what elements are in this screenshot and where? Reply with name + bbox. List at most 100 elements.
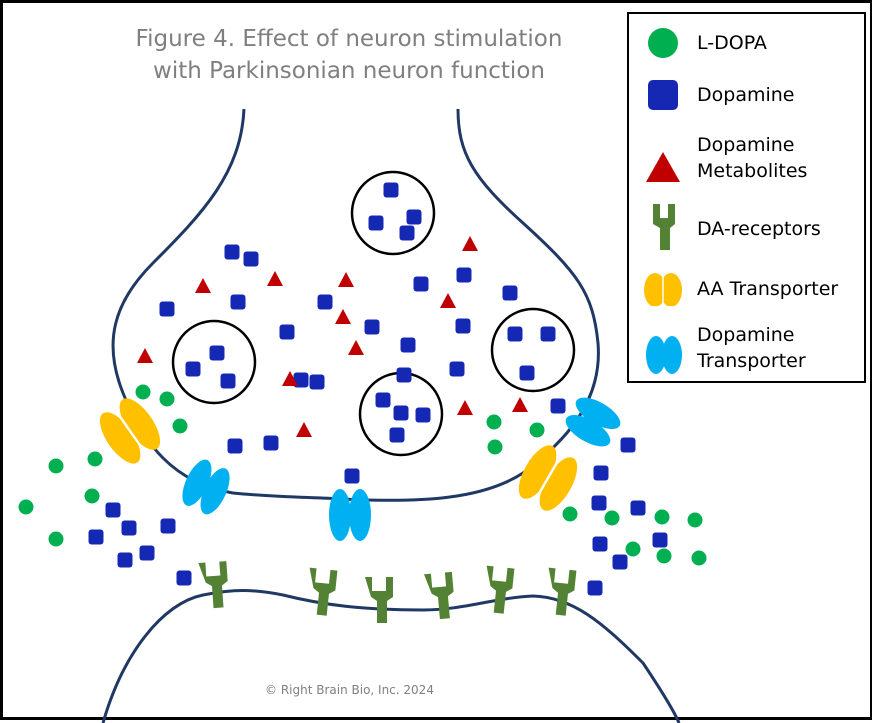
ldopa-molecule xyxy=(655,510,670,525)
metabolite-molecules xyxy=(137,236,528,437)
metabolite-molecule xyxy=(335,309,351,324)
dopamine-molecule xyxy=(376,393,391,408)
ldopa-molecule xyxy=(88,452,103,467)
metabolite-molecule xyxy=(137,348,153,363)
dopamine-molecule xyxy=(394,406,409,421)
dopamine-molecule xyxy=(345,469,360,484)
metabolite-molecule xyxy=(512,397,528,412)
ldopa-molecule xyxy=(49,532,64,547)
da-receptor xyxy=(198,561,229,609)
dopamine-molecule xyxy=(390,428,405,443)
dopamine-molecule xyxy=(365,320,380,335)
metabolite-molecule xyxy=(457,400,473,415)
dopamine-transporter xyxy=(561,391,625,452)
dopamine-molecule xyxy=(551,399,566,414)
dopamine-molecule xyxy=(508,327,523,342)
dopamine-molecule xyxy=(177,571,192,586)
legend-label: DA-receptors xyxy=(697,216,821,242)
vesicle xyxy=(173,321,255,403)
ldopa-molecule xyxy=(487,415,502,430)
metabolite-molecule xyxy=(462,236,478,251)
dopamine-molecule xyxy=(210,346,225,361)
ldopa-molecule xyxy=(692,551,707,566)
ldopa-molecule xyxy=(626,542,641,557)
ldopa-molecule xyxy=(19,500,34,515)
dopamine-molecule xyxy=(228,439,243,454)
receptor-shape xyxy=(198,561,229,609)
dopamine-molecule xyxy=(160,302,175,317)
receptor-shape xyxy=(482,566,515,615)
dopamine-molecule xyxy=(397,368,412,383)
ldopa-molecule xyxy=(49,459,64,474)
ldopa-molecule xyxy=(530,423,545,438)
dopamine-molecule xyxy=(221,374,236,389)
metabolite-molecule xyxy=(348,340,364,355)
ldopa-molecule xyxy=(605,511,620,526)
ldopa-molecule xyxy=(160,392,175,407)
dopamine-molecule xyxy=(593,537,608,552)
legend-label: L-DOPA xyxy=(697,30,767,56)
postsynaptic-membrane xyxy=(103,591,679,723)
dopamine-molecule xyxy=(318,295,333,310)
dopamine-molecule xyxy=(118,553,133,568)
da-receptor xyxy=(482,566,515,615)
ldopa-molecule xyxy=(136,385,151,400)
legend-label: Dopamine xyxy=(697,132,807,158)
dopamine-molecule xyxy=(520,366,535,381)
figure-title-line2: with Parkinsonian neuron function xyxy=(99,55,599,87)
ldopa-molecule xyxy=(688,513,703,528)
red-triangle-icon xyxy=(641,152,685,184)
da-receptor xyxy=(305,568,338,617)
dopamine-molecule xyxy=(122,521,137,536)
receptor-shape xyxy=(305,568,338,617)
dopamine-transporter xyxy=(329,489,371,541)
metabolite-molecule xyxy=(195,278,211,293)
dopamine-molecule xyxy=(369,216,384,231)
ldopa-molecule xyxy=(563,507,578,522)
dopamine-molecule xyxy=(621,438,636,453)
dopamine-molecule xyxy=(401,338,416,353)
cyan-transporter-icon xyxy=(641,336,685,376)
dopamine-molecule xyxy=(264,436,279,451)
da-receptor xyxy=(365,577,393,623)
dopamine-molecule xyxy=(613,555,628,570)
figure-title-line1: Figure 4. Effect of neuron stimulation xyxy=(99,23,599,55)
dopamine-molecule xyxy=(594,466,609,481)
metabolite-molecule xyxy=(267,271,283,286)
legend-label: Transporter xyxy=(697,348,806,374)
receptor-shape xyxy=(544,568,577,617)
dopamine-molecule xyxy=(457,268,472,283)
legend-label: AA Transporter xyxy=(697,276,838,302)
receptor-icon xyxy=(641,204,685,252)
legend-label: Dopamine xyxy=(697,82,794,108)
da-receptor xyxy=(424,572,456,620)
aa-transporter xyxy=(511,440,584,517)
dopamine-molecule xyxy=(310,375,325,390)
dopamine-molecule xyxy=(400,226,415,241)
dopamine-molecule xyxy=(384,183,399,198)
dopamine-molecule xyxy=(450,362,465,377)
aa-transporter xyxy=(92,392,167,470)
dopamine-molecule xyxy=(414,277,429,292)
dopamine-molecule xyxy=(456,319,471,334)
dopamine-molecule xyxy=(416,408,431,423)
dopamine-molecules xyxy=(89,183,668,596)
dopamine-molecule xyxy=(541,327,556,342)
legend-label: Dopamine xyxy=(697,322,806,348)
metabolite-molecule xyxy=(296,422,312,437)
da-receptor xyxy=(544,568,577,617)
dopamine-molecule xyxy=(186,362,201,377)
legend: L-DOPA Dopamine Dopamine Metabolites DA-… xyxy=(627,12,866,383)
green-circle-icon xyxy=(641,28,685,58)
receptor-shape xyxy=(365,577,393,623)
dopamine-molecule xyxy=(225,245,240,260)
dopamine-transporter xyxy=(176,455,235,518)
blue-square-icon xyxy=(641,80,685,110)
metabolite-molecule xyxy=(338,272,354,287)
dopamine-molecule xyxy=(503,286,518,301)
dopamine-molecule xyxy=(161,519,176,534)
legend-label: Metabolites xyxy=(697,158,807,184)
ldopa-molecule xyxy=(85,489,100,504)
dopamine-molecule xyxy=(280,325,295,340)
